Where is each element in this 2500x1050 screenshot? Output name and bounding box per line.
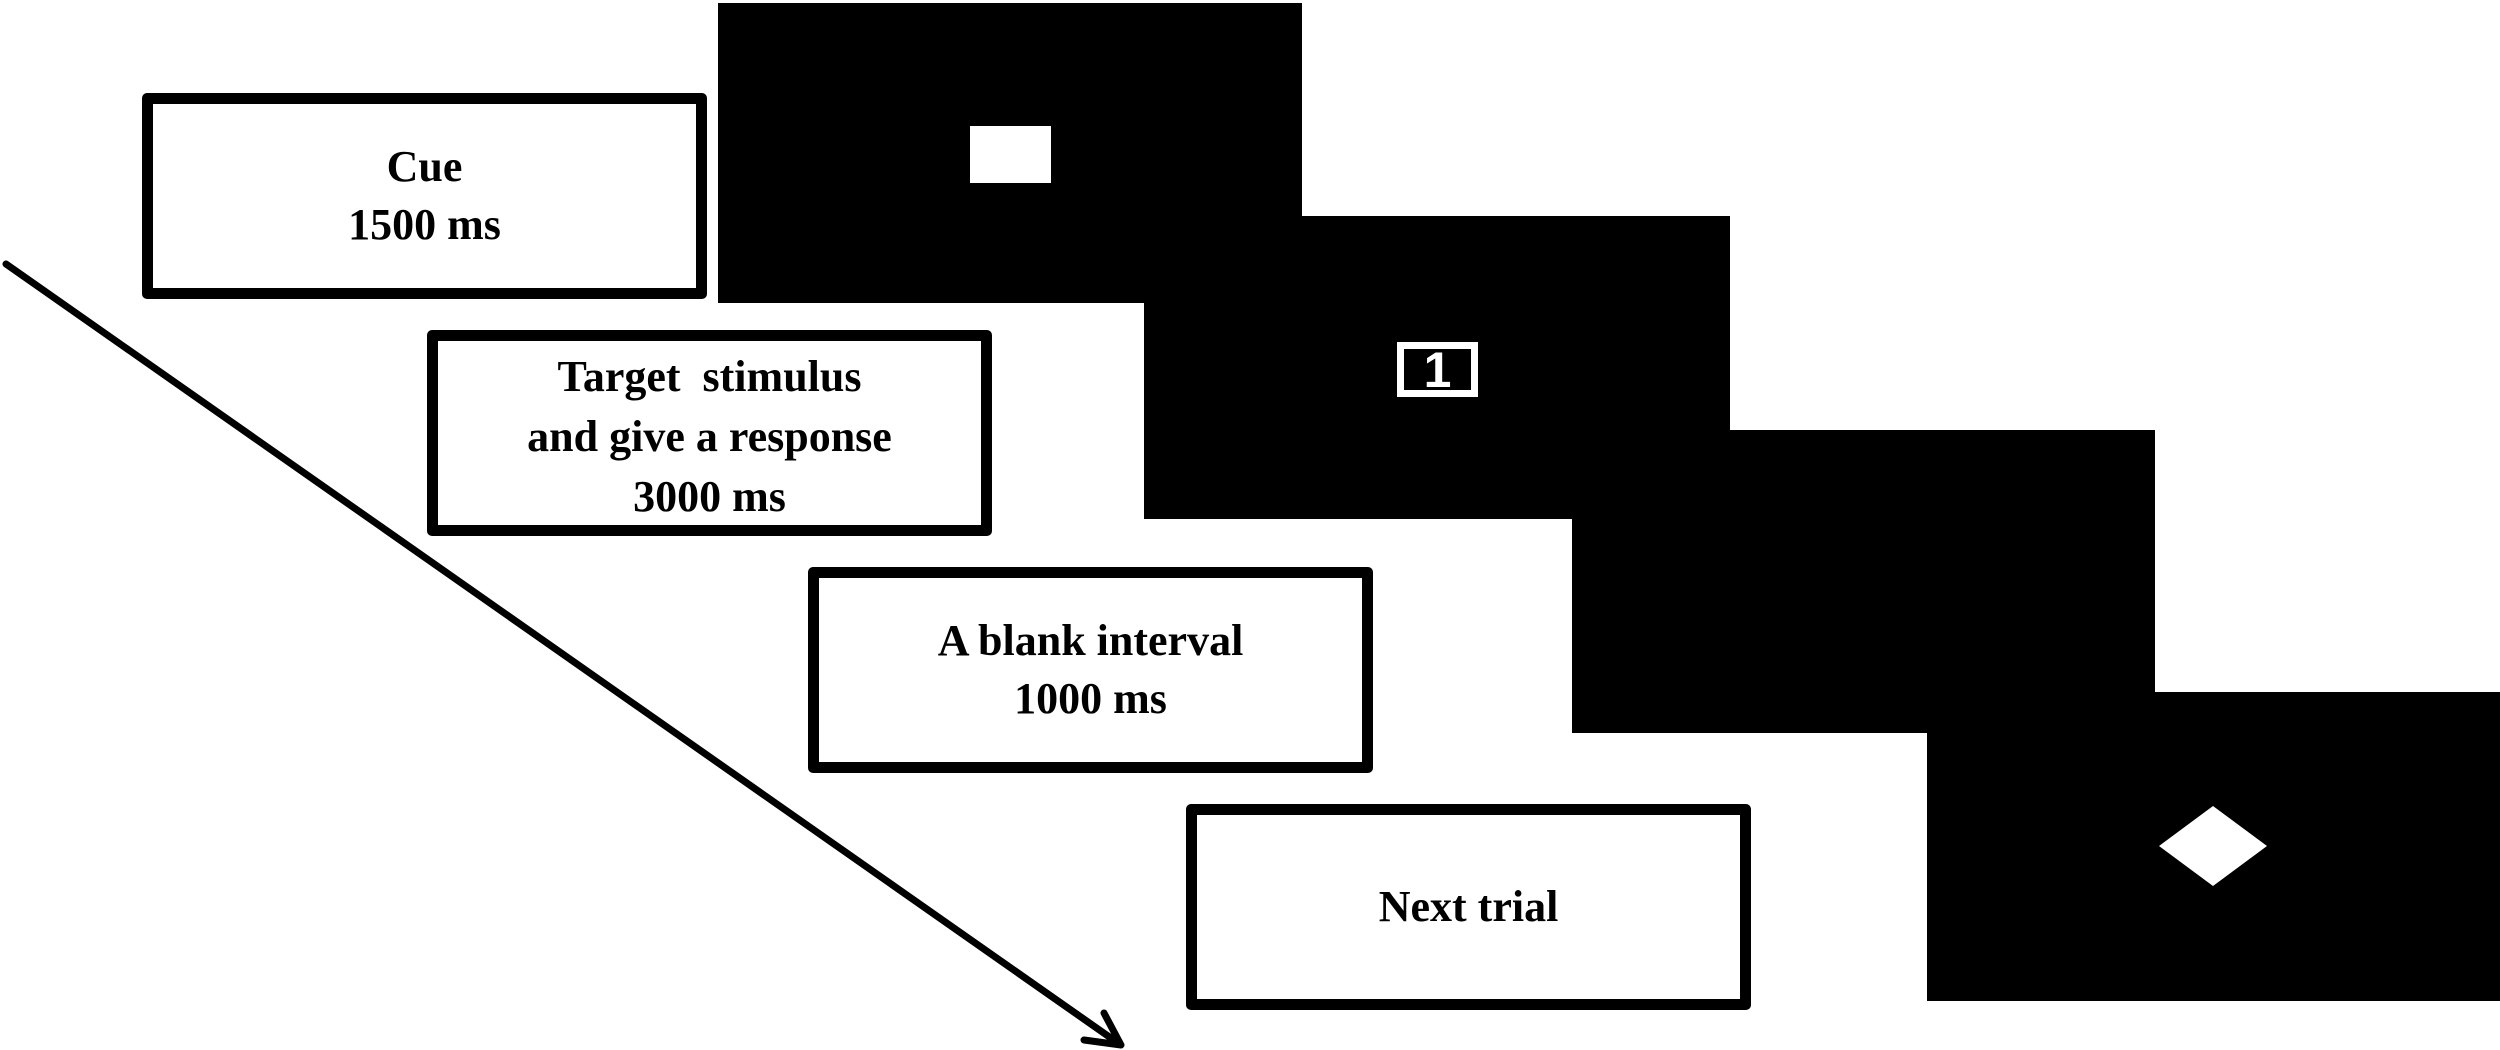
- blank-label: A blank interval: [937, 616, 1244, 665]
- target-duration: 3000 ms: [633, 472, 786, 521]
- target-label-line-1: Target stimulus: [557, 352, 862, 401]
- time-arrow-shaft: [2, 260, 1122, 1047]
- next-trial-label: Next trial: [1378, 882, 1559, 931]
- target-label-box: Target stimulus and give a response 3000…: [427, 330, 992, 536]
- cue-label-box: Cue 1500 ms: [142, 93, 707, 299]
- cue-rectangle: [970, 126, 1051, 183]
- blank-screen: [1572, 430, 2155, 733]
- cue-duration: 1500 ms: [348, 200, 501, 249]
- next-trial-label-box: Next trial: [1186, 804, 1751, 1010]
- target-digit: 1: [1423, 341, 1452, 398]
- cue-label: Cue: [386, 142, 463, 191]
- blank-duration: 1000 ms: [1014, 674, 1167, 723]
- diamond-stimulus: [2159, 806, 2267, 886]
- blank-label-box: A blank interval 1000 ms: [808, 567, 1373, 773]
- target-label-line-2: and give a response: [527, 412, 892, 461]
- target-digit-box: 1: [1397, 342, 1478, 397]
- time-arrow-head: [1080, 1009, 1125, 1049]
